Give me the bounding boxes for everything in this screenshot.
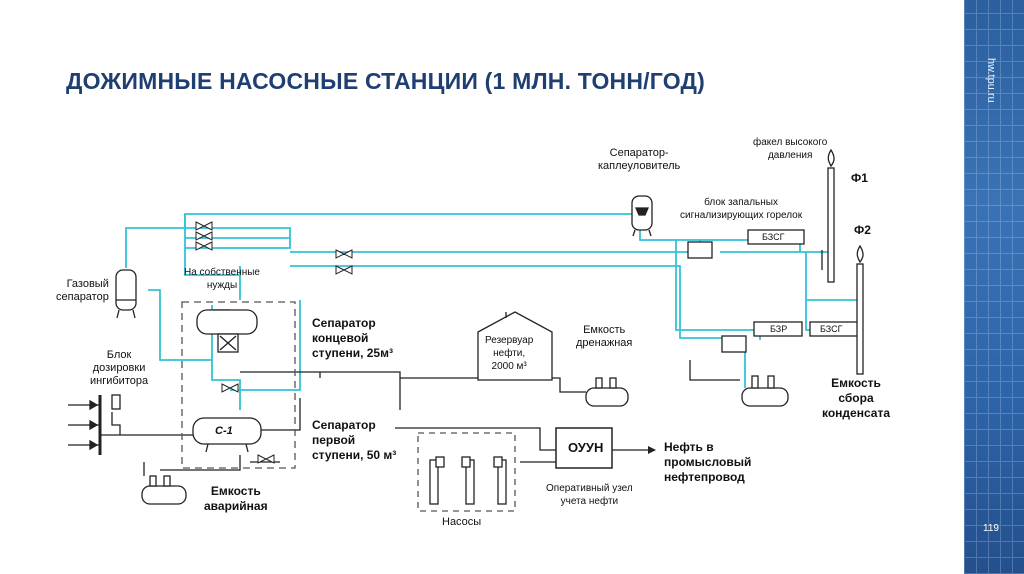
site-url: hw.tpu.ru	[985, 58, 997, 103]
condensate-tank	[741, 375, 789, 407]
process-lines	[100, 250, 823, 471]
process-diagram	[68, 148, 864, 512]
label-f1: Ф1	[851, 171, 868, 185]
flare-stack-2	[856, 244, 864, 375]
label-pumps: Насосы	[442, 516, 482, 528]
label-bzsg2: БЗСГ	[820, 324, 843, 334]
right-side-bar	[964, 0, 1024, 574]
metering-unit-box	[555, 427, 613, 469]
reservoir-building	[477, 311, 553, 381]
inhibitor-dosing-block	[68, 394, 121, 455]
pumps	[429, 456, 507, 505]
oil-arrow	[648, 446, 656, 454]
droplet-separator-vessel	[631, 195, 653, 237]
bzr-box	[753, 321, 803, 337]
label-separator-droplet: Сепаратор-каплеуловитель	[598, 147, 681, 172]
pumps-boundary	[417, 432, 516, 512]
label-c1: С-1	[215, 425, 233, 437]
emergency-tank	[141, 462, 187, 505]
small-control-box	[721, 335, 747, 353]
valve-clusters	[195, 221, 353, 464]
page-title: ДОЖИМНЫЕ НАСОСНЫЕ СТАНЦИИ (1 МЛН. ТОНН/Г…	[66, 68, 705, 94]
first-stage-separator	[192, 417, 262, 453]
bzsg-box	[747, 229, 805, 245]
flare-stack-1	[827, 148, 835, 283]
label-bzr: БЗР	[770, 324, 788, 334]
drainage-tank	[585, 377, 629, 407]
gas-separator-vessel	[115, 269, 137, 319]
page-number: 119	[983, 523, 999, 534]
ignition-control-box	[687, 241, 713, 259]
final-stage-separator	[196, 309, 258, 353]
label-ouun: ОУУН	[568, 440, 604, 455]
label-bzsg: БЗСГ	[762, 232, 785, 242]
label-f2: Ф2	[854, 223, 871, 237]
separators-boundary	[181, 301, 296, 469]
